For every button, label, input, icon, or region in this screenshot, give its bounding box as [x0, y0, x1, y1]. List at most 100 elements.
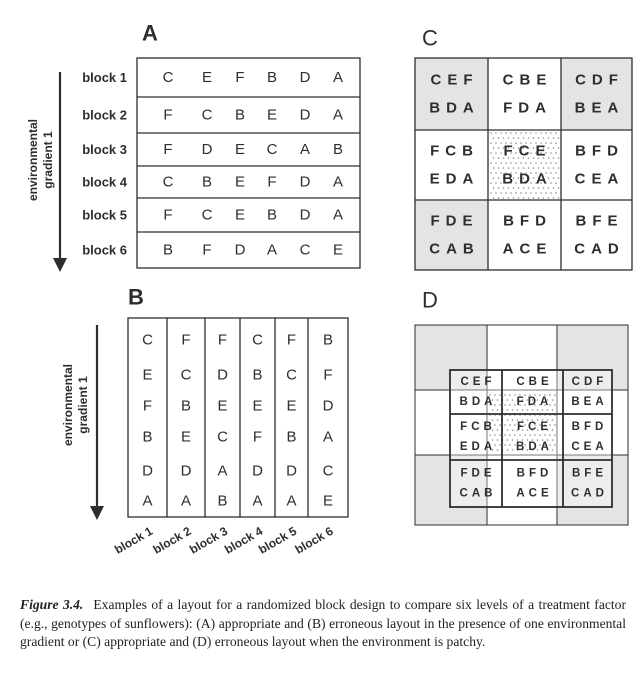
- dot: [536, 409, 539, 411]
- dot: [500, 142, 502, 144]
- dot: [506, 429, 509, 431]
- dot: [490, 132, 492, 134]
- dot: [537, 147, 540, 149]
- block-label: block 4: [222, 524, 265, 557]
- dot: [490, 182, 492, 184]
- dot: [515, 142, 517, 144]
- dot: [497, 197, 500, 199]
- dot: [495, 192, 497, 194]
- dot: [504, 434, 506, 436]
- dot: [520, 132, 522, 134]
- plot-letters-top: CEF: [431, 72, 479, 89]
- dot: [490, 192, 492, 194]
- dot: [494, 404, 496, 406]
- block-label: block 1: [82, 70, 127, 85]
- treatment-letter: A: [323, 429, 333, 446]
- dot: [506, 419, 509, 421]
- treatment-letter: F: [202, 242, 211, 259]
- inner-backdrop: [450, 370, 612, 507]
- treatment-letter: F: [253, 429, 262, 446]
- dot: [544, 434, 546, 436]
- dot: [549, 394, 551, 396]
- dot: [555, 192, 557, 194]
- dot: [550, 182, 552, 184]
- dot: [500, 152, 502, 154]
- treatment-letter: E: [202, 69, 212, 86]
- dot: [514, 434, 516, 436]
- plot-letters-top: BFD: [572, 421, 608, 433]
- dot: [512, 167, 515, 169]
- treatment-letter: E: [333, 242, 343, 259]
- dot: [520, 172, 522, 174]
- dot: [525, 152, 527, 154]
- plot-letters-bottom: CEA: [575, 171, 625, 188]
- dot: [526, 399, 529, 401]
- dot: [515, 182, 517, 184]
- plot-letters-bottom: CAD: [571, 488, 608, 500]
- dot: [519, 404, 521, 406]
- dot: [540, 162, 542, 164]
- dot: [500, 182, 502, 184]
- dot: [520, 192, 522, 194]
- dot: [550, 192, 552, 194]
- dot: [522, 177, 525, 179]
- dot: [495, 142, 497, 144]
- dot: [549, 444, 551, 446]
- dot: [491, 409, 494, 411]
- plot-letters-bottom: EDA: [430, 171, 480, 188]
- figure-number: Figure 3.4.: [20, 597, 84, 612]
- dot: [504, 394, 506, 396]
- dot: [531, 449, 534, 451]
- dot: [499, 444, 501, 446]
- dot: [555, 132, 557, 134]
- dot: [492, 167, 495, 169]
- dot: [491, 439, 494, 441]
- dot: [492, 157, 495, 159]
- plot-letters-top: BFD: [503, 213, 552, 230]
- dot: [536, 399, 539, 401]
- treatment-letter: D: [142, 463, 153, 480]
- treatment-letter: D: [202, 141, 213, 158]
- dot: [507, 137, 510, 139]
- shaded-patch: [415, 200, 488, 270]
- dot: [505, 132, 507, 134]
- treatment-letter: C: [163, 69, 174, 86]
- dot: [551, 449, 554, 451]
- dot: [492, 187, 495, 189]
- dot: [522, 197, 525, 199]
- dot: [532, 197, 535, 199]
- treatment-letter: E: [217, 398, 227, 415]
- dot: [495, 132, 497, 134]
- dot: [514, 404, 516, 406]
- dot: [517, 167, 520, 169]
- dot: [492, 177, 495, 179]
- treatment-letter: F: [287, 332, 296, 349]
- dot: [550, 132, 552, 134]
- dot: [525, 162, 527, 164]
- block-label: block 2: [151, 524, 194, 557]
- dot: [505, 142, 507, 144]
- plot-letters-top: BFE: [572, 468, 607, 480]
- block-label: block 2: [82, 108, 127, 123]
- dot: [494, 424, 496, 426]
- dot: [534, 444, 536, 446]
- treatment-letter: A: [267, 242, 277, 259]
- dot: [515, 192, 517, 194]
- dot: [531, 399, 534, 401]
- treatment-letter: E: [181, 429, 191, 446]
- dot: [535, 172, 537, 174]
- dot: [540, 132, 542, 134]
- dot: [521, 429, 524, 431]
- dot: [490, 142, 492, 144]
- dot: [509, 434, 511, 436]
- dot: [536, 419, 539, 421]
- treatment-letter: E: [235, 207, 245, 224]
- dot: [520, 182, 522, 184]
- dot: [512, 147, 515, 149]
- dot: [502, 187, 505, 189]
- dot: [512, 157, 515, 159]
- dot: [531, 409, 534, 411]
- treatment-letter: A: [333, 69, 343, 86]
- dot: [552, 167, 555, 169]
- dot: [529, 424, 531, 426]
